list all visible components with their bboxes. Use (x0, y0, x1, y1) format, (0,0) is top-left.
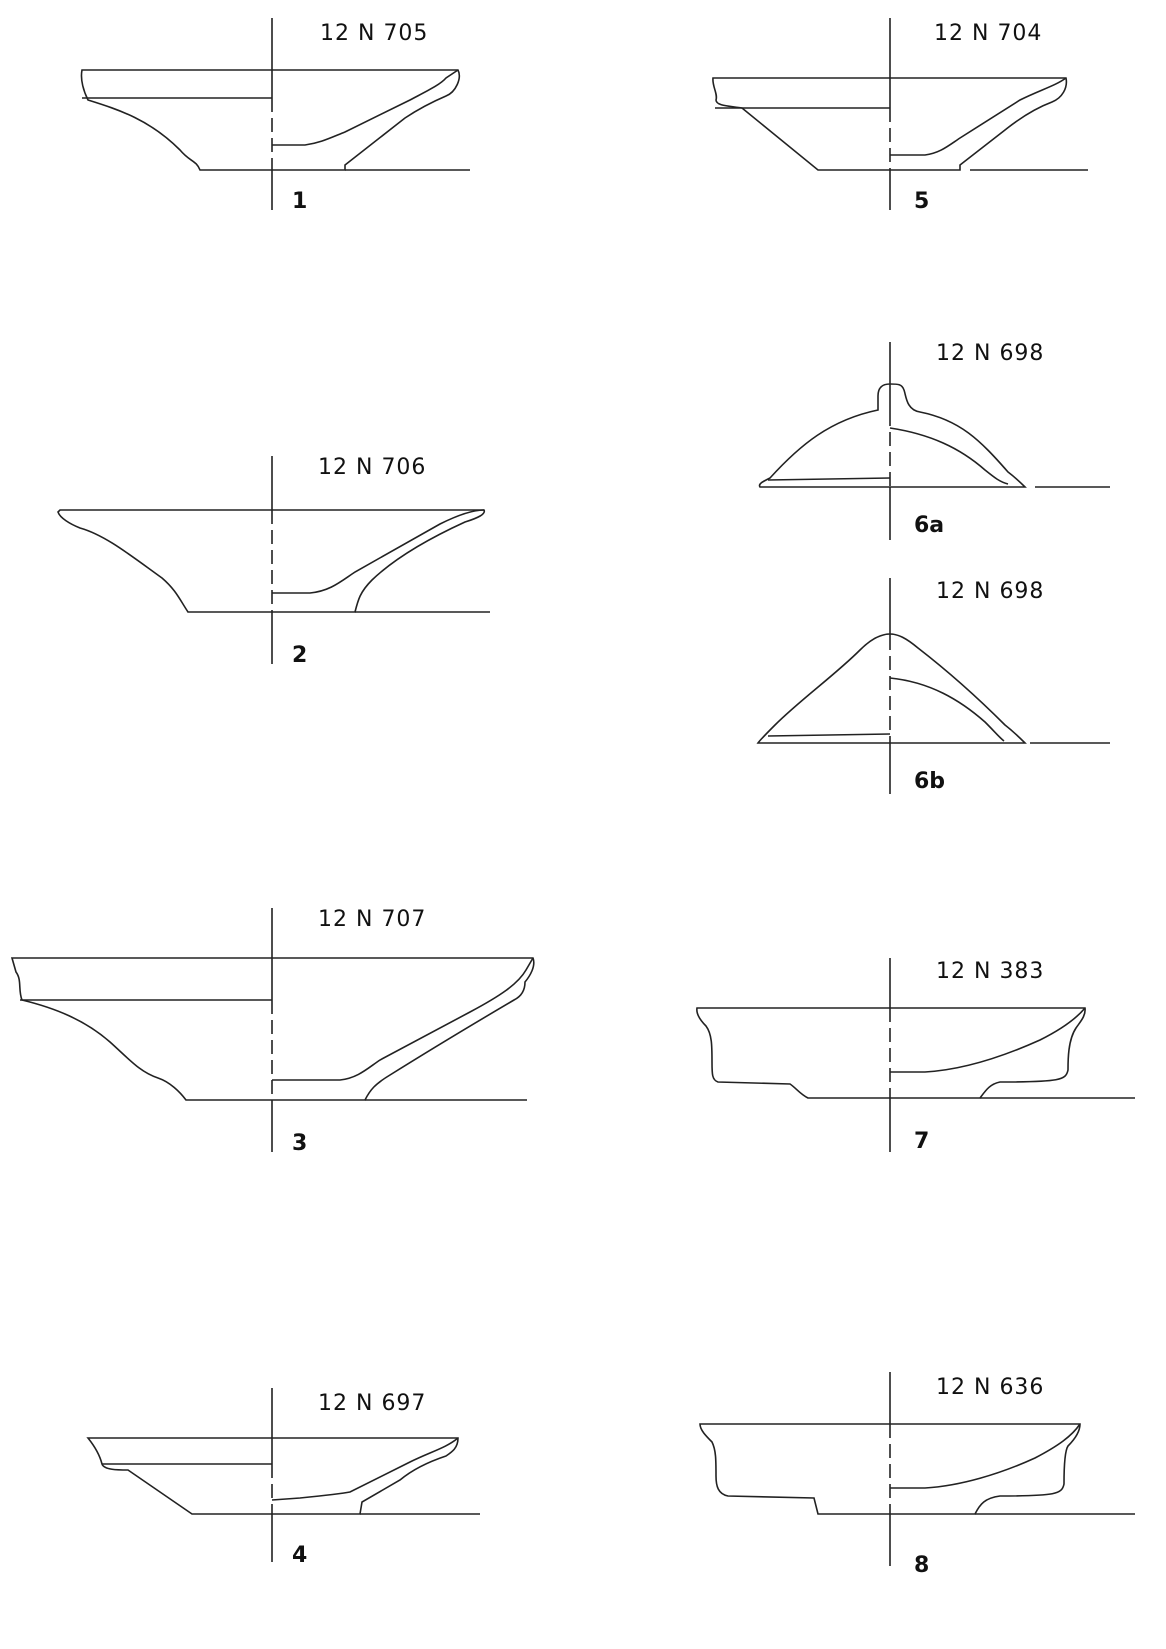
catalog-label-5: 12 N 704 (934, 21, 1042, 46)
figure-number-6b: 6b (914, 769, 945, 794)
catalog-label-2: 12 N 706 (318, 455, 426, 480)
figure-number-8: 8 (914, 1553, 929, 1578)
figure-number-4: 4 (292, 1543, 307, 1568)
vessel-profile-8: 12 N 636 8 (699, 1372, 1135, 1578)
figure-number-3: 3 (292, 1131, 307, 1156)
figure-number-7: 7 (914, 1129, 929, 1154)
vessel-profile-5: 12 N 704 5 (712, 18, 1088, 214)
catalog-label-7: 12 N 383 (936, 959, 1044, 984)
figure-number-2: 2 (292, 643, 307, 668)
vessel-profile-1: 12 N 705 1 (80, 18, 470, 214)
catalog-label-3: 12 N 707 (318, 907, 426, 932)
vessel-profile-3: 12 N 707 3 (10, 907, 535, 1156)
figure-number-6a: 6a (914, 513, 944, 538)
catalog-label-4: 12 N 697 (318, 1391, 426, 1416)
catalog-label-6b: 12 N 698 (936, 579, 1044, 604)
catalog-label-1: 12 N 705 (320, 21, 428, 46)
vessel-profile-6b: 12 N 698 6b (756, 578, 1110, 794)
catalog-label-8: 12 N 636 (936, 1375, 1044, 1400)
vessel-profile-2: 12 N 706 2 (57, 455, 490, 668)
figure-number-1: 1 (292, 189, 307, 214)
catalog-label-6a: 12 N 698 (936, 341, 1044, 366)
vessel-profile-6a: 12 N 698 6a (758, 341, 1110, 540)
figure-number-5: 5 (914, 189, 929, 214)
vessel-profile-7: 12 N 383 7 (696, 958, 1135, 1154)
vessel-profile-4: 12 N 697 4 (86, 1388, 480, 1568)
